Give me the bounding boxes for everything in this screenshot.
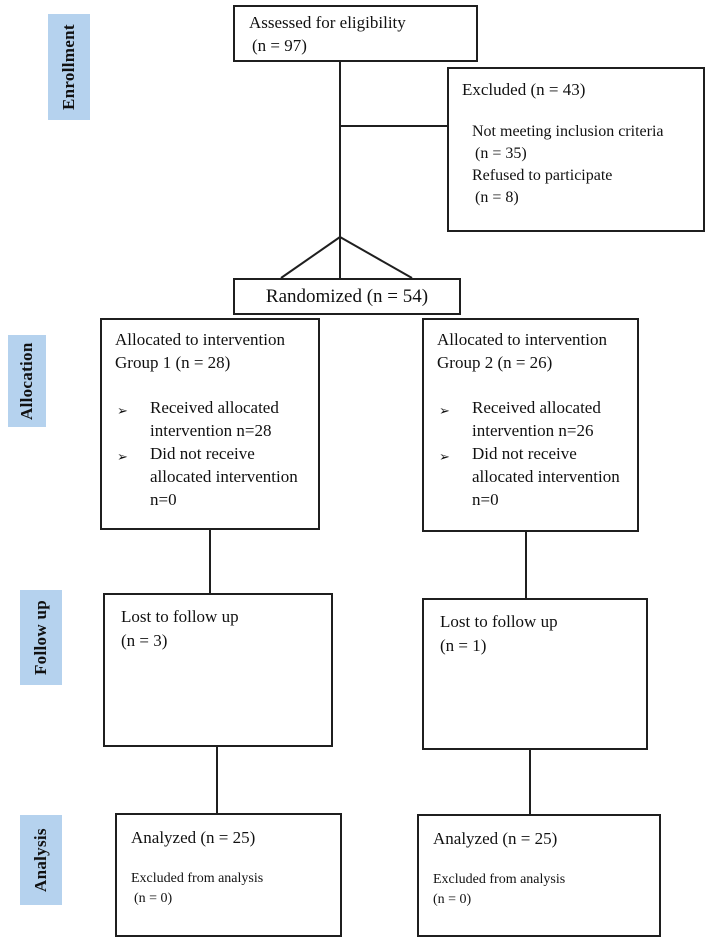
assessed-for-eligibility-box: Assessed for eligibility (n = 97) [233, 5, 478, 62]
analysis2-excluded-text: Excluded from analysis [433, 872, 566, 887]
analysis2-title: Analyzed (n = 25) [433, 829, 558, 848]
bullet-line: Did not receive [150, 444, 255, 463]
bullet-text: Received allocated intervention n=28 [150, 396, 308, 442]
randomized-text: Randomized (n = 54) [265, 285, 429, 307]
stage-label-enrollment: Enrollment [48, 14, 90, 120]
analysis1-excluded-text: Excluded from analysis [131, 871, 264, 886]
list-item: ➢ Did not receive allocated intervention… [437, 442, 627, 511]
excluded-reason-count: (n = 35) [475, 145, 527, 162]
analysis1-excluded-count: (n = 0) [134, 891, 173, 906]
list-item: ➢ Did not receive allocated intervention… [115, 442, 308, 511]
followup2-count: (n = 1) [440, 636, 487, 655]
excluded-reason-text: Not meeting inclusion criteria [472, 123, 664, 140]
allocation-group2-box: Allocated to intervention Group 2 (n = 2… [422, 318, 639, 532]
analysis2-excluded-count: (n = 0) [433, 892, 472, 907]
assessed-count: (n = 97) [252, 36, 307, 55]
excluded-title: Excluded (n = 43) [462, 80, 586, 99]
bullet-line: allocated intervention [472, 467, 620, 486]
bullet-text: Did not receive allocated intervention n… [150, 442, 308, 511]
analysis1-sub: Excluded from analysis (n = 0) [131, 869, 340, 909]
excluded-box: Excluded (n = 43) Not meeting inclusion … [447, 67, 705, 232]
bullet-text: Received allocated intervention n=26 [472, 396, 627, 442]
bullet-line: Received allocated [150, 398, 279, 417]
stage-label-allocation: Allocation [8, 335, 46, 427]
connector-fork-left [280, 236, 341, 279]
assessed-text: Assessed for eligibility [249, 13, 406, 32]
list-item: ➢ Received allocated intervention n=26 [437, 396, 627, 442]
followup1-text: Lost to follow up [121, 607, 239, 626]
followup2-text: Lost to follow up [440, 612, 558, 631]
group1-bullets: ➢ Received allocated intervention n=28 ➢… [115, 396, 308, 511]
group1-title-line2: Group 1 (n = 28) [115, 353, 231, 372]
analyzed-group2-box: Analyzed (n = 25) Excluded from analysis… [417, 814, 661, 937]
analysis2-sub: Excluded from analysis (n = 0) [433, 870, 659, 910]
arrow-bullet-icon: ➢ [117, 449, 128, 464]
connector-fork-right [339, 236, 413, 279]
arrow-bullet-icon: ➢ [439, 403, 450, 418]
lost-to-followup-group2-box: Lost to follow up (n = 1) [422, 598, 648, 750]
bullet-line: Did not receive [472, 444, 577, 463]
bullet-line: Received allocated [472, 398, 601, 417]
allocation-group1-box: Allocated to intervention Group 1 (n = 2… [100, 318, 320, 530]
arrow-bullet-icon: ➢ [117, 403, 128, 418]
stage-label-analysis: Analysis [20, 815, 62, 905]
group2-bullets: ➢ Received allocated intervention n=26 ➢… [437, 396, 627, 511]
lost-to-followup-group1-box: Lost to follow up (n = 3) [103, 593, 333, 747]
bullet-line: n=0 [150, 490, 177, 509]
group2-title-line1: Allocated to intervention [437, 330, 607, 349]
excluded-reason-text: Refused to participate [472, 167, 613, 184]
bullet-line: intervention n=28 [150, 421, 272, 440]
analyzed-group1-box: Analyzed (n = 25) Excluded from analysis… [115, 813, 342, 937]
excluded-reason-count: (n = 8) [475, 189, 519, 206]
randomized-box: Randomized (n = 54) [233, 278, 461, 315]
list-item: ➢ Received allocated intervention n=28 [115, 396, 308, 442]
bullet-text: Did not receive allocated intervention n… [472, 442, 627, 511]
excluded-reasons: Not meeting inclusion criteria (n = 35) … [462, 121, 699, 209]
arrow-bullet-icon: ➢ [439, 449, 450, 464]
group1-title-line1: Allocated to intervention [115, 330, 285, 349]
analysis1-title: Analyzed (n = 25) [131, 828, 256, 847]
stage-label-follow-up: Follow up [20, 590, 62, 685]
group2-title-line2: Group 2 (n = 26) [437, 353, 553, 372]
followup1-count: (n = 3) [121, 631, 168, 650]
bullet-line: allocated intervention [150, 467, 298, 486]
bullet-line: intervention n=26 [472, 421, 594, 440]
bullet-line: n=0 [472, 490, 499, 509]
